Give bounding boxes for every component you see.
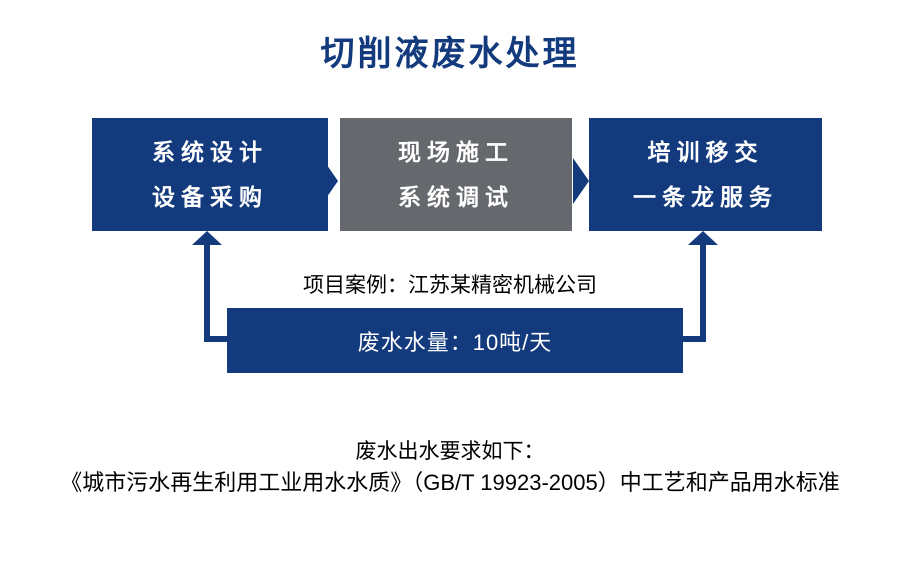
case-label: 项目案例：江苏某精密机械公司 (303, 274, 597, 297)
connector-left-vertical-line (204, 244, 210, 342)
arrow-up-icon (688, 231, 718, 245)
connector-left-horizontal-line (204, 336, 228, 342)
flow-step-design-procurement: 系统设计 设备采购 (92, 118, 328, 231)
outflow-requirements: 废水出水要求如下： 《城市污水再生利用工业用水水质》（GB/T 19923-20… (0, 436, 900, 498)
connector-right-horizontal-line (682, 336, 706, 342)
flow-step-construction-commissioning: 现场施工 系统调试 (340, 118, 572, 231)
page-title: 切削液废水处理 (320, 35, 580, 73)
step-label-line: 培训移交 (647, 138, 764, 165)
requirements-line-2: 《城市污水再生利用工业用水水质》（GB/T 19923-2005）中工艺和产品用… (60, 470, 840, 495)
step-label-line: 现场施工 (398, 138, 514, 165)
arrow-up-icon (192, 231, 222, 245)
volume-label: 废水水量：10吨/天 (357, 329, 553, 355)
arrow-right-icon (322, 158, 338, 204)
flow-step-training-handover: 培训移交 一条龙服务 (589, 118, 822, 231)
step-label-line: 一条龙服务 (633, 183, 778, 210)
step-label-line: 系统调试 (398, 183, 514, 210)
step-label-line: 设备采购 (152, 183, 268, 210)
step-label-line: 系统设计 (152, 138, 268, 165)
connector-right-vertical-line (700, 244, 706, 342)
requirements-line-1: 废水出水要求如下： (355, 440, 545, 463)
arrow-right-icon (573, 158, 589, 204)
volume-box: 废水水量：10吨/天 (227, 308, 683, 373)
